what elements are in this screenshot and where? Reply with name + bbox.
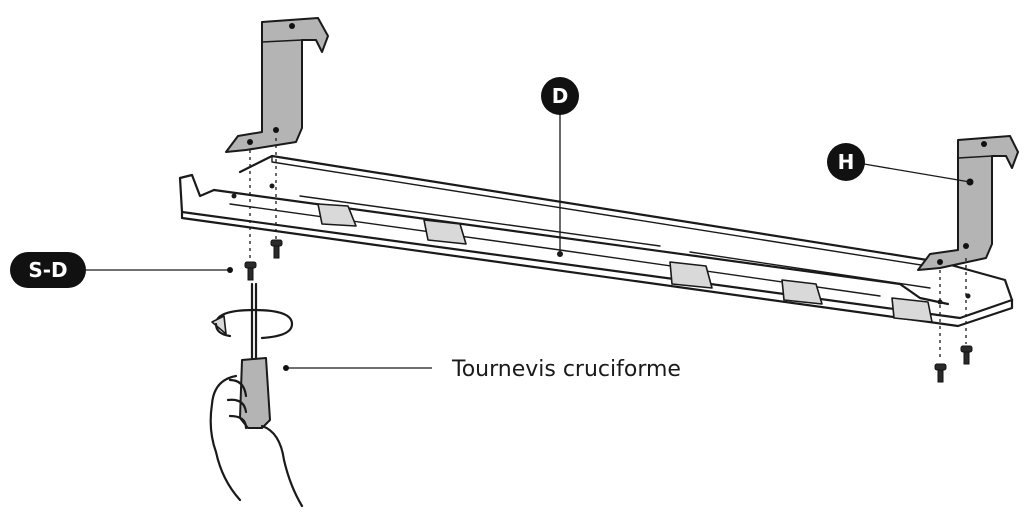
hand	[209, 374, 304, 508]
tray-inner-rail-right	[689, 251, 931, 289]
tray-left-lip	[178, 173, 216, 198]
screw	[244, 261, 257, 281]
label-badge-s-d: S-D	[10, 252, 86, 288]
tool-label: Tournevis cruciforme	[451, 357, 681, 382]
screwdriver	[239, 282, 271, 429]
bracket-right-hole	[963, 243, 969, 249]
tray-front-bottom	[180, 210, 1014, 328]
bracket-left-hole	[247, 139, 253, 145]
screw	[270, 239, 283, 259]
label-d-text: D	[552, 84, 569, 108]
hand-outline	[209, 374, 304, 508]
screw	[960, 345, 973, 365]
tray-back-wall	[238, 154, 1014, 302]
tray-d	[178, 154, 1014, 328]
tray-hole	[269, 183, 275, 189]
label-badge-d: D	[541, 77, 579, 115]
bracket-right	[917, 135, 1019, 271]
rotation-arrow-icon	[211, 308, 294, 340]
leader-tool-dot	[283, 365, 289, 371]
leader-s-d-dot	[227, 267, 233, 273]
bracket-left-top-fold	[261, 39, 303, 43]
bracket-left	[225, 17, 329, 153]
bracket-right-hole	[937, 259, 943, 265]
bracket-right-body	[917, 135, 1019, 271]
bracket-right-hole	[981, 141, 987, 147]
tray-slot	[317, 203, 357, 227]
tray-hole	[231, 193, 237, 199]
tray-hole	[965, 293, 971, 299]
bracket-right-top-fold	[957, 155, 993, 159]
tray-slot	[781, 279, 823, 305]
tray-slot	[669, 261, 713, 289]
screw	[934, 363, 947, 383]
label-s-d-text: S-D	[28, 258, 67, 282]
bracket-left-body	[225, 17, 329, 153]
label-h-text: H	[838, 150, 855, 174]
tray-slot	[891, 297, 933, 323]
bracket-left-hole	[273, 127, 279, 133]
tray-back-wall-inner	[271, 155, 941, 269]
label-badge-h: H	[827, 143, 865, 181]
tray-inner-rail-left	[299, 195, 661, 247]
tray-front-edge	[178, 176, 1014, 320]
tray-slot	[423, 219, 467, 245]
leader-h	[863, 163, 971, 183]
bracket-left-hole	[289, 23, 295, 29]
tray-hole	[937, 299, 943, 305]
